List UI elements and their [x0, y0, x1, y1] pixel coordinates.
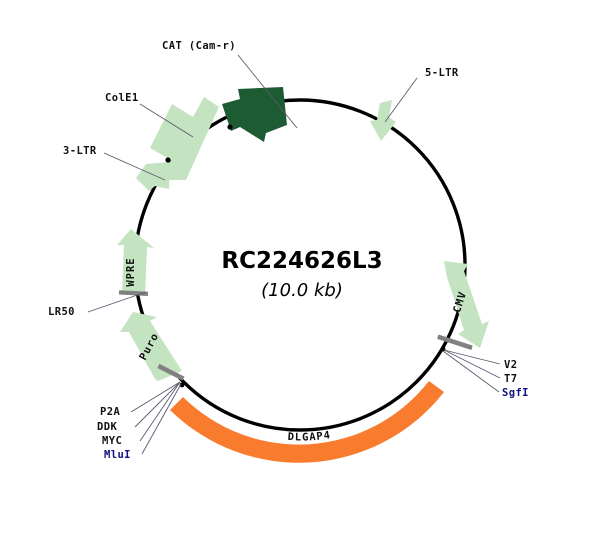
plasmid-size: (10.0 kb) [261, 280, 343, 301]
feature-5-ltr[interactable] [370, 100, 396, 141]
callout-label-3-ltr: 3-LTR [63, 145, 97, 157]
feature-puro[interactable]: Puro [120, 312, 185, 381]
leader-ddk [134, 381, 181, 428]
callout-label-p2a: P2A [100, 406, 120, 418]
feature-3-ltr[interactable] [136, 162, 170, 191]
leader-cole1 [139, 103, 194, 138]
callout-label-sgfi: SgfI [502, 387, 529, 399]
junction-dot-puro-dlgap4 [179, 382, 185, 388]
leader-myc [139, 381, 181, 442]
feature-dlgap4[interactable] [170, 381, 444, 463]
feature-label-dlgap4: DLGAP4 [287, 429, 331, 443]
feature-cat[interactable] [222, 87, 287, 142]
callout-label-myc: MYC [102, 435, 122, 447]
leader-sgfi [442, 350, 500, 393]
junction-dot-cole1-3ltr [165, 157, 171, 163]
site-bar-cmv-end [437, 334, 473, 351]
junction-dot-cat-cole1 [227, 124, 233, 130]
leader-p2a [130, 381, 181, 413]
leader-t7 [443, 349, 501, 379]
site-bar-puro-end [157, 363, 185, 381]
leader-v2 [443, 349, 501, 365]
feature-cmv[interactable]: CMV [437, 261, 489, 351]
callout-label-cole1: ColE1 [105, 92, 139, 104]
feature-wpre[interactable]: WPRE [117, 229, 154, 296]
callout-label-lr50: LR50 [48, 306, 75, 318]
leader-3-ltr [103, 152, 166, 181]
callout-label-cat: CAT (Cam-r) [162, 40, 236, 52]
feature-label-wpre: WPRE [125, 257, 137, 286]
leader-lr50 [87, 291, 147, 313]
leader-cat [237, 54, 298, 129]
callout-label-ddk: DDK [97, 421, 117, 433]
plasmid-name: RC224626L3 [221, 248, 382, 274]
callout-label-mlui: MluI [104, 449, 131, 461]
leader-5-ltr [384, 77, 418, 123]
feature-cole1[interactable] [150, 97, 219, 180]
callout-label-5-ltr: 5-LTR [425, 67, 459, 79]
callout-label-v2: V2 [504, 359, 517, 371]
site-bar-wpre-end [118, 290, 149, 296]
callout-label-t7: T7 [504, 373, 517, 385]
leader-mlui [141, 383, 182, 455]
